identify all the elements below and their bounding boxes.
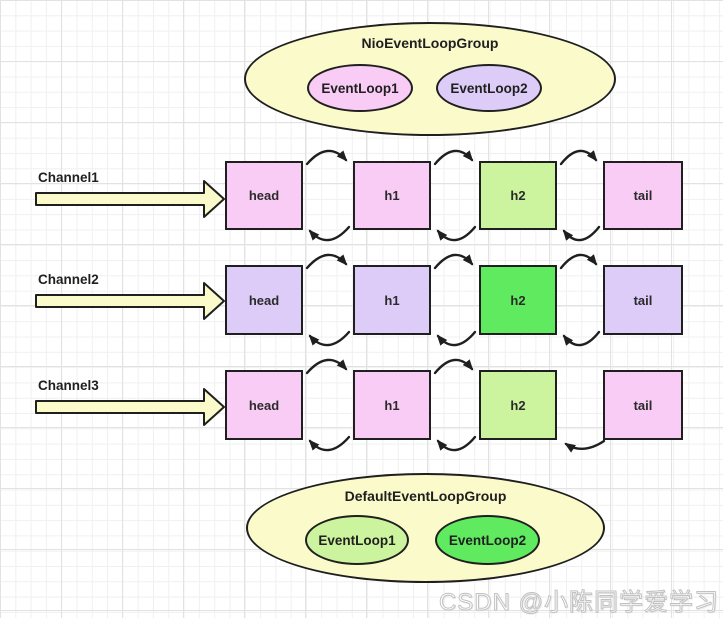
channel1-node-tail: tail [603, 161, 683, 230]
link-arc [559, 149, 598, 166]
channel1-node-h1: h1 [353, 161, 431, 230]
nio-event-loop-group-ellipse: NioEventLoopGroup EventLoop1 EventLoop2 [244, 22, 616, 136]
link-arc [308, 435, 351, 452]
channel3-node-h2: h2 [479, 370, 557, 440]
channel3-node-tail: tail [603, 370, 683, 440]
link-arc [305, 253, 348, 270]
nio-group-title: NioEventLoopGroup [361, 35, 499, 51]
channel1-node-head: head [225, 161, 303, 230]
channel1-node-h2: h2 [479, 161, 557, 230]
link-arc [436, 435, 477, 452]
channel2-node-h2: h2 [479, 265, 557, 335]
link-arc [433, 358, 474, 375]
link-arc [562, 225, 601, 242]
default-event-loop-group-ellipse: DefaultEventLoopGroup EventLoop1 EventLo… [246, 473, 605, 583]
channel2-node-head: head [225, 265, 303, 335]
channel1-label: Channel1 [38, 170, 99, 185]
default-group-title: DefaultEventLoopGroup [344, 488, 507, 504]
link-arc [433, 253, 474, 270]
link-arc [305, 149, 348, 166]
link-arcs [305, 149, 606, 453]
channel2-label: Channel2 [38, 272, 99, 287]
link-arc [308, 330, 351, 347]
watermark-text: CSDN @小陈同学爱学习 [438, 589, 719, 617]
default-event-loop-2-ellipse: EventLoop2 [435, 515, 540, 565]
link-arc [436, 330, 477, 347]
link-arc [305, 358, 348, 375]
link-arc [436, 225, 477, 242]
link-arc [564, 439, 606, 453]
link-arc [433, 149, 474, 166]
default-event-loop-1-ellipse: EventLoop1 [305, 515, 409, 565]
channel3-label: Channel3 [38, 378, 99, 393]
channel3-node-head: head [225, 370, 303, 440]
channel2-node-tail: tail [603, 265, 683, 335]
channel2-arrow [35, 282, 225, 320]
link-arc [308, 225, 351, 242]
channel1-arrow [35, 180, 225, 218]
nio-event-loop-2-ellipse: EventLoop2 [436, 64, 542, 112]
nio-event-loop-1-ellipse: EventLoop1 [307, 64, 413, 112]
channel3-arrow [35, 388, 225, 426]
link-arc [562, 330, 601, 347]
channel3-node-h1: h1 [353, 370, 431, 440]
link-arc [559, 253, 598, 270]
channel2-node-h1: h1 [353, 265, 431, 335]
